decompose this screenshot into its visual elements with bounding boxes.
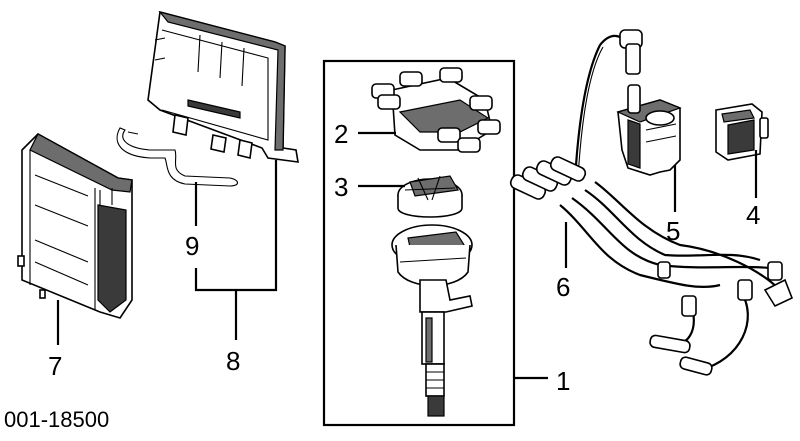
distributor-group-frame (322, 59, 516, 427)
callout-4: 4 (746, 200, 760, 230)
rotor-part (397, 175, 463, 218)
callout-labels: 1 2 3 4 5 6 7 8 9 001-18500 (4, 119, 760, 432)
control-module-part (17, 133, 133, 319)
spark-plug-wire-set-part (509, 29, 794, 376)
ignition-coil-part (616, 84, 682, 176)
distributor-group (322, 59, 516, 427)
callout-2: 2 (334, 119, 348, 149)
callout-7: 7 (48, 351, 62, 381)
callout-8: 8 (226, 346, 240, 376)
catalog-number: 001-18500 (4, 407, 109, 432)
distributor-body-part (391, 224, 473, 417)
module-bracket-part (147, 10, 299, 163)
callout-1: 1 (556, 366, 570, 396)
leader-lines (56, 131, 758, 380)
callout-5: 5 (666, 216, 680, 246)
callout-6: 6 (556, 272, 570, 302)
callout-3: 3 (334, 172, 348, 202)
retainer-clip-part (116, 127, 239, 187)
distributor-cap-part (371, 67, 501, 153)
callout-9: 9 (185, 231, 199, 261)
ignition-module-part (715, 103, 769, 161)
